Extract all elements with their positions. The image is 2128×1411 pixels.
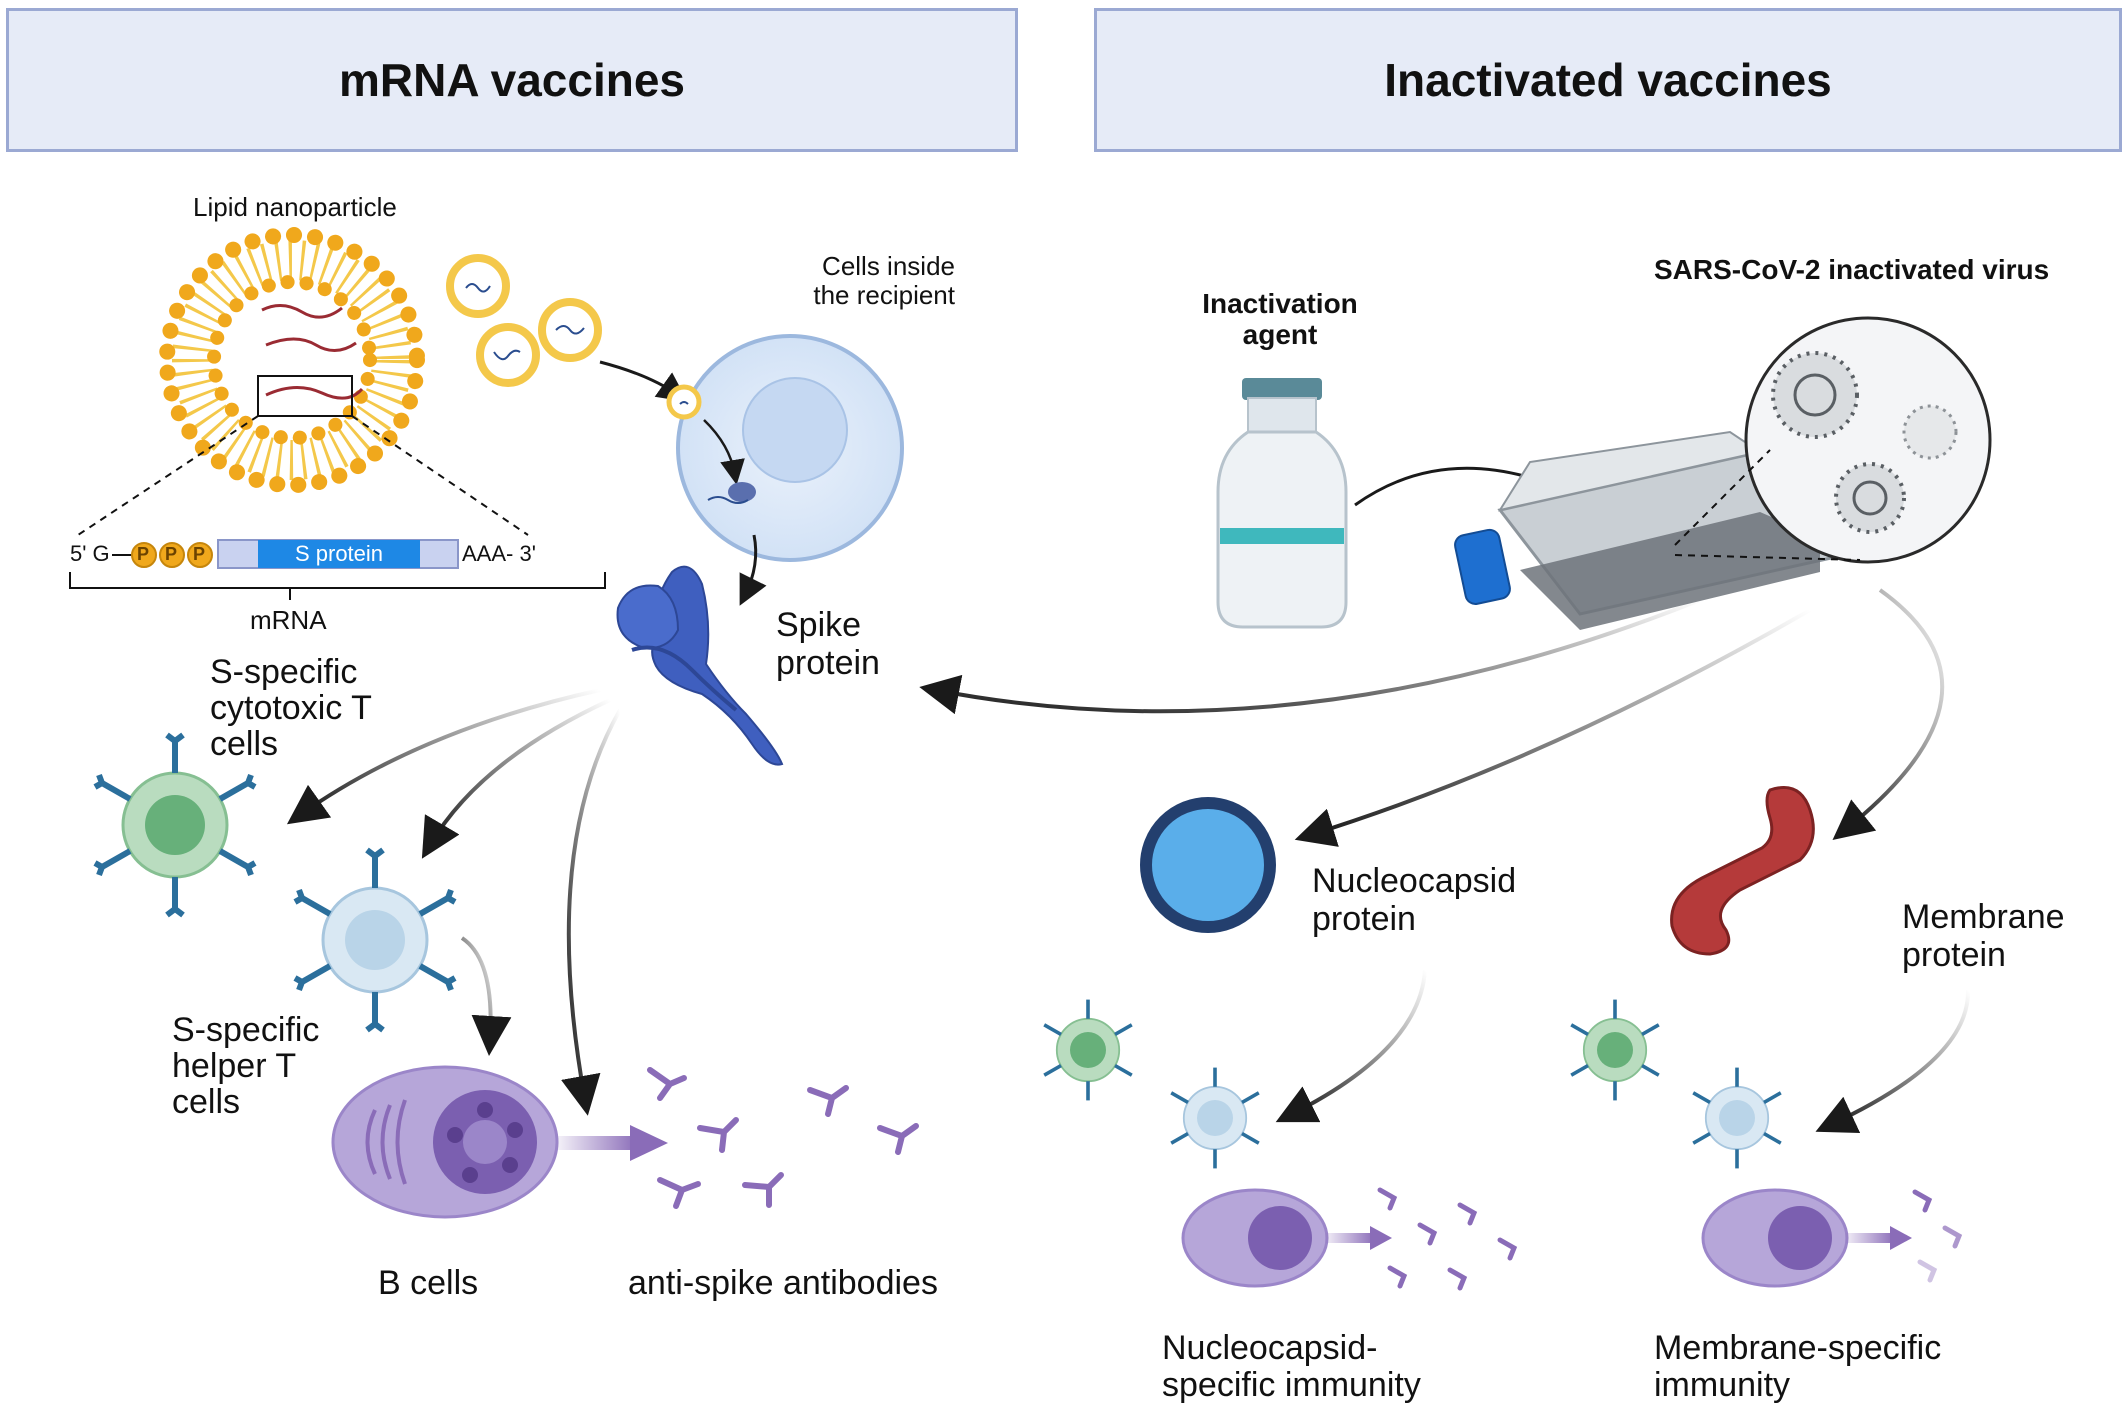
agent-line1: Inactivation <box>1202 288 1358 319</box>
spike-protein <box>616 565 784 766</box>
cap-p2: P <box>165 544 178 564</box>
three-prime-label: AAA- 3' <box>462 541 536 566</box>
helper-t-label: S-specific helper T cells <box>172 1012 319 1120</box>
nucleocapsid-protein-label: Nucleocapsid protein <box>1312 862 1516 938</box>
b-cell <box>331 1065 559 1219</box>
anti-spike-antibodies-label: anti-spike antibodies <box>628 1264 938 1302</box>
s-protein-label: S protein <box>294 541 384 566</box>
spike-line2: protein <box>776 644 880 683</box>
helper-line2: helper T <box>172 1047 297 1086</box>
lipid-nanoparticle-label: Lipid nanoparticle <box>193 192 397 222</box>
nucleo-imm-line2: specific immunity <box>1162 1365 1421 1404</box>
cyto-line3: cells <box>210 725 279 764</box>
inactivated-virus-label: SARS-CoV-2 inactivated virus <box>1654 254 2050 285</box>
cap-p3: P <box>193 544 206 564</box>
mrna-construct <box>69 539 606 600</box>
nucleo-imm-line1: Nucleocapsid- <box>1162 1329 1378 1367</box>
membrane-immunity-label: Membrane-specific immunity <box>1654 1330 1941 1403</box>
membrane-line2: protein <box>1902 936 2006 975</box>
nucleocapsid-immune-cells <box>1043 999 1518 1291</box>
agent-line2: agent <box>1242 319 1318 351</box>
nucleo-line2: protein <box>1312 900 1416 939</box>
virus-magnifier <box>1744 316 1992 564</box>
nucleocapsid-immunity-label: Nucleocapsid- specific immunity <box>1162 1330 1421 1403</box>
mrna-vaccines-title: mRNA vaccines <box>338 54 685 106</box>
nucleocapsid-protein-icon <box>1140 797 1276 933</box>
inactivated-vaccines-header: Inactivated vaccines <box>1094 8 2122 152</box>
inactivated-vaccines-title: Inactivated vaccines <box>1384 54 1832 106</box>
zoom-line-left <box>77 415 259 536</box>
cytotoxic-t-label: S-specific cytotoxic T cells <box>210 654 372 762</box>
cells-recipient-line2: the recipient <box>813 280 955 311</box>
culture-flask <box>1454 430 1842 630</box>
membrane-line1: Membrane <box>1902 898 2065 936</box>
cytotoxic-t-cell <box>93 732 257 918</box>
membrane-immune-cells <box>1570 999 1963 1288</box>
b-cells-label: B cells <box>378 1264 479 1302</box>
cells-recipient-label: Cells inside the recipient <box>775 251 955 311</box>
lipid-nanoparticle <box>159 227 425 493</box>
small-lipid-particles <box>446 254 602 387</box>
cyto-line1: S-specific <box>210 653 358 691</box>
membrane-protein-icon <box>1670 786 1815 956</box>
spike-protein-label: Spike protein <box>776 606 880 682</box>
nucleo-line1: Nucleocapsid <box>1312 862 1517 900</box>
membrane-protein-label: Membrane protein <box>1902 898 2065 974</box>
helper-line1: S-specific <box>172 1011 320 1049</box>
mrna-label: mRNA <box>250 605 327 635</box>
inactivation-agent-vial <box>1216 378 1348 629</box>
helper-line3: cells <box>172 1083 241 1122</box>
recipient-cell <box>666 334 904 562</box>
antibodies-group <box>647 1067 919 1209</box>
mrna-vaccines-header: mRNA vaccines <box>6 8 1018 152</box>
zoom-line-right <box>351 415 529 536</box>
cells-recipient-line1: Cells inside <box>822 251 955 281</box>
spike-line1: Spike <box>776 606 862 644</box>
membrane-imm-line2: immunity <box>1654 1365 1791 1404</box>
membrane-imm-line1: Membrane-specific <box>1654 1329 1942 1367</box>
cyto-line2: cytotoxic T <box>210 689 372 728</box>
cap-p1: P <box>137 544 150 564</box>
five-prime-label: 5' G <box>70 541 110 566</box>
helper-t-cell <box>293 847 457 1033</box>
inactivation-agent-label: Inactivation agent <box>1180 288 1380 351</box>
